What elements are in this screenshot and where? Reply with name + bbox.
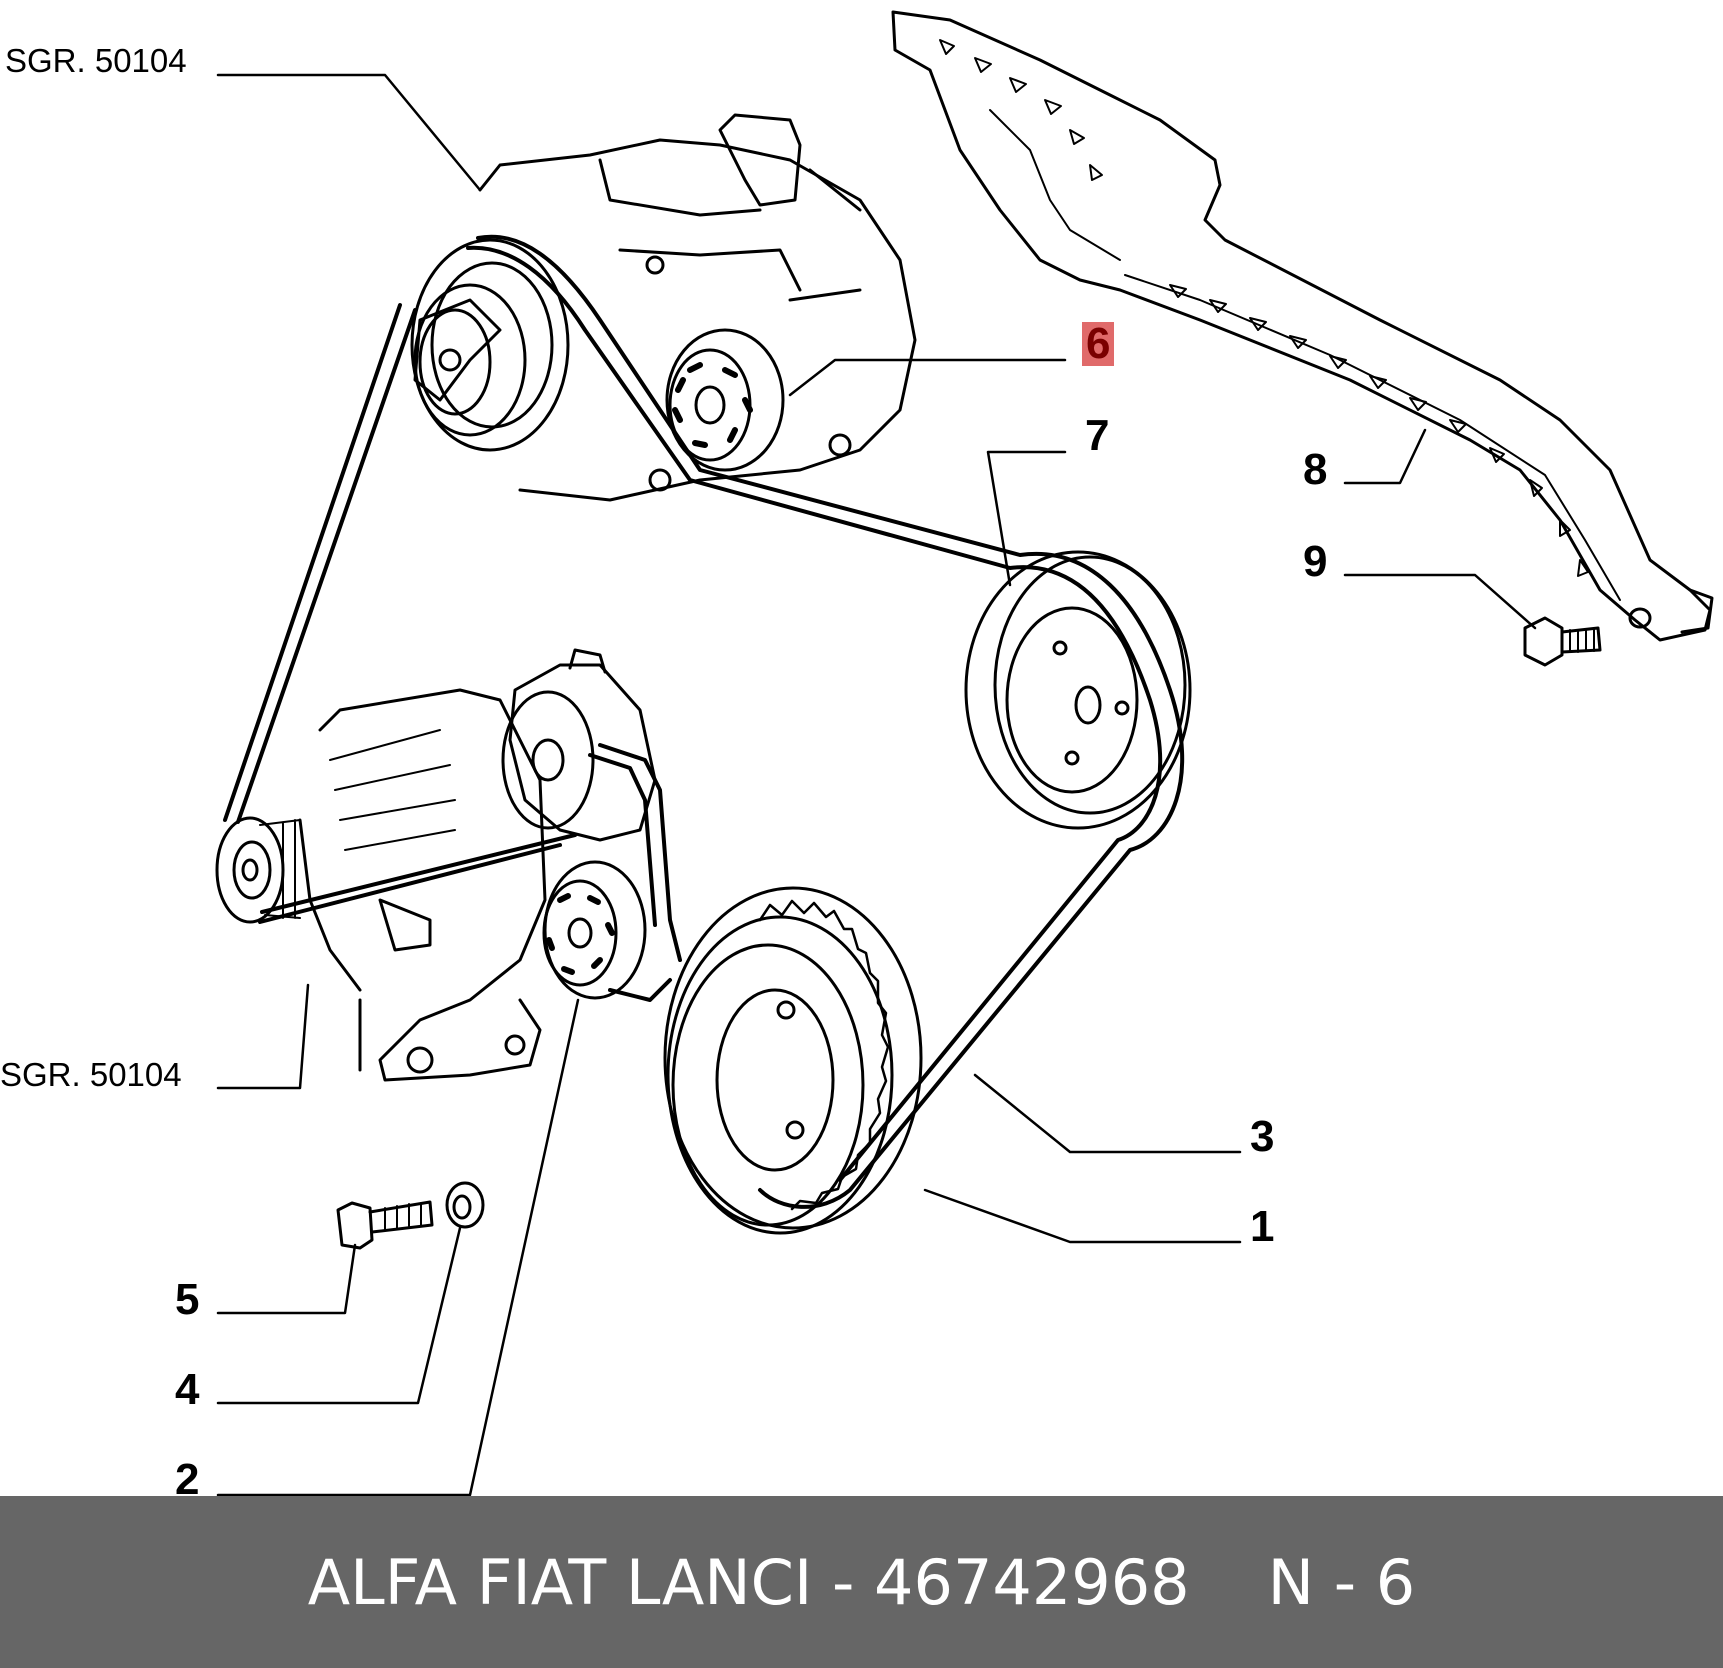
belt-tensioner: [501, 648, 657, 842]
bolt-part-9: [1523, 616, 1602, 667]
footer-position: N - 6: [1267, 1545, 1416, 1619]
ref-label-top: SGR. 50104: [5, 42, 187, 79]
compressor-pulley: [410, 238, 570, 452]
callout-1: 1: [1250, 1202, 1275, 1251]
poly-v-belt-part-3: [223, 234, 1185, 1209]
footer-bar: ALFA FIAT LANCI - 46742968 N - 6: [0, 1496, 1723, 1668]
footer-separator: -: [812, 1545, 875, 1619]
ref-label-bottom: SGR. 50104: [0, 1056, 182, 1093]
compressor-body: [478, 113, 917, 502]
idler-roller-part-2: [542, 860, 647, 1000]
pump-pulley-part-7: [964, 550, 1192, 830]
callout-8: 8: [1303, 445, 1328, 494]
footer-text: ALFA FIAT LANCI - 46742968 N - 6: [0, 1496, 1723, 1668]
alternator-body: [298, 688, 547, 1082]
callout-6-highlighted: 6: [1082, 322, 1115, 366]
bolt-part-5: [336, 1200, 434, 1250]
footer-part-number: 46742968: [874, 1545, 1190, 1619]
callout-5: 5: [175, 1275, 200, 1324]
leader-lines: [216, 73, 1537, 1496]
belt-drive-diagram: [215, 10, 1714, 1496]
callout-3: 3: [1250, 1112, 1275, 1161]
callout-7: 7: [1085, 411, 1110, 460]
bracket-part-8: [891, 10, 1714, 642]
crank-pulley-part-1: [663, 886, 923, 1235]
callout-9: 9: [1303, 537, 1328, 586]
callout-2: 2: [175, 1455, 200, 1504]
idler-roller-part-6: [665, 328, 785, 472]
washer-part-4: [445, 1181, 485, 1229]
callout-4: 4: [175, 1365, 200, 1414]
footer-brand: ALFA FIAT LANCI: [307, 1545, 813, 1619]
